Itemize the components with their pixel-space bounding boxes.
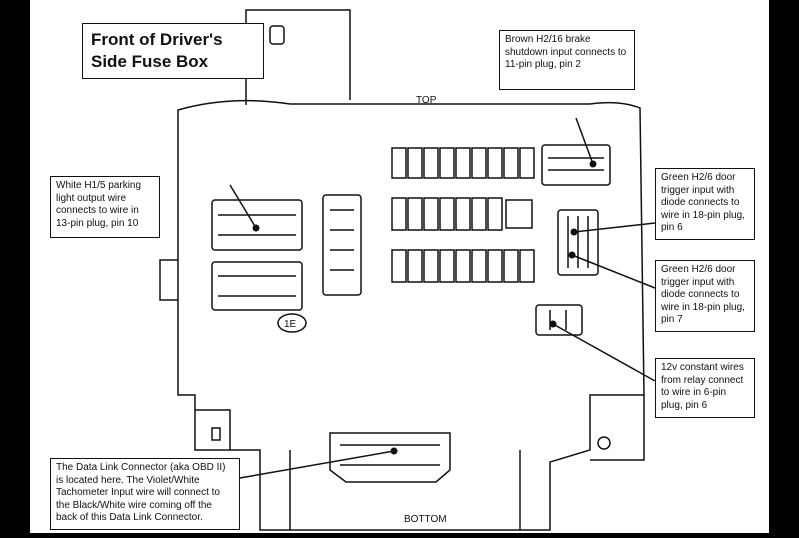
pin-dot-11pin — [589, 160, 597, 168]
relay-label: 1E — [284, 319, 297, 330]
title-line-2: Side Fuse Box — [91, 52, 209, 71]
18-pin-plug — [557, 209, 599, 276]
relay-marker — [277, 313, 307, 333]
dlc-connector — [329, 432, 451, 483]
callout-green-door-pin7: Green H2/6 door trigger input with diode… — [655, 260, 755, 332]
callout-12v-constant: 12v constant wires from relay connect to… — [655, 358, 755, 418]
pin-dot-13pin — [252, 224, 260, 232]
callout-data-link-connector: The Data Link Connector (aka OBD II) is … — [50, 458, 240, 530]
lower-left-plug — [211, 261, 303, 311]
title-line-1: Front of Driver's — [91, 30, 223, 49]
bottom-extension — [289, 450, 521, 530]
center-plug — [322, 194, 362, 296]
6-pin-plug — [535, 304, 583, 336]
13-pin-plug — [211, 199, 303, 251]
right-bracket-hole — [597, 436, 611, 450]
leader-dlc — [239, 450, 395, 479]
leader-12v — [552, 323, 656, 382]
tab-hole — [269, 25, 285, 45]
leader-green6 — [573, 222, 656, 233]
diagram-canvas: TOP BOTTOM 1E Front of Driver's Side Fus… — [30, 0, 769, 533]
left-slot — [211, 427, 221, 441]
callout-brown-brake: Brown H2/16 brake shutdown input connect… — [499, 30, 635, 90]
fuse-grid — [391, 147, 535, 283]
bottom-label: BOTTOM — [404, 514, 447, 525]
top-label: TOP — [416, 95, 437, 106]
callout-green-door-pin6: Green H2/6 door trigger input with diode… — [655, 168, 755, 240]
callout-white-parking-light: White H1/5 parking light output wire con… — [50, 176, 160, 238]
11-pin-plug — [541, 144, 611, 186]
leader-green7 — [571, 254, 656, 289]
pin-dot-6pin — [549, 320, 557, 328]
diagram-title: Front of Driver's Side Fuse Box — [82, 23, 264, 79]
leader-white — [229, 184, 257, 229]
pin-dot-18pin-7 — [568, 251, 576, 259]
fuse-box-body — [177, 99, 645, 531]
left-bottom-bracket — [195, 409, 231, 450]
right-bracket — [590, 395, 645, 461]
left-bracket — [159, 259, 178, 301]
pin-dot-dlc — [390, 447, 398, 455]
pin-dot-18pin-6 — [570, 228, 578, 236]
fuse-box-drawing: TOP BOTTOM 1E — [159, 9, 656, 531]
leader-brown — [575, 117, 594, 165]
